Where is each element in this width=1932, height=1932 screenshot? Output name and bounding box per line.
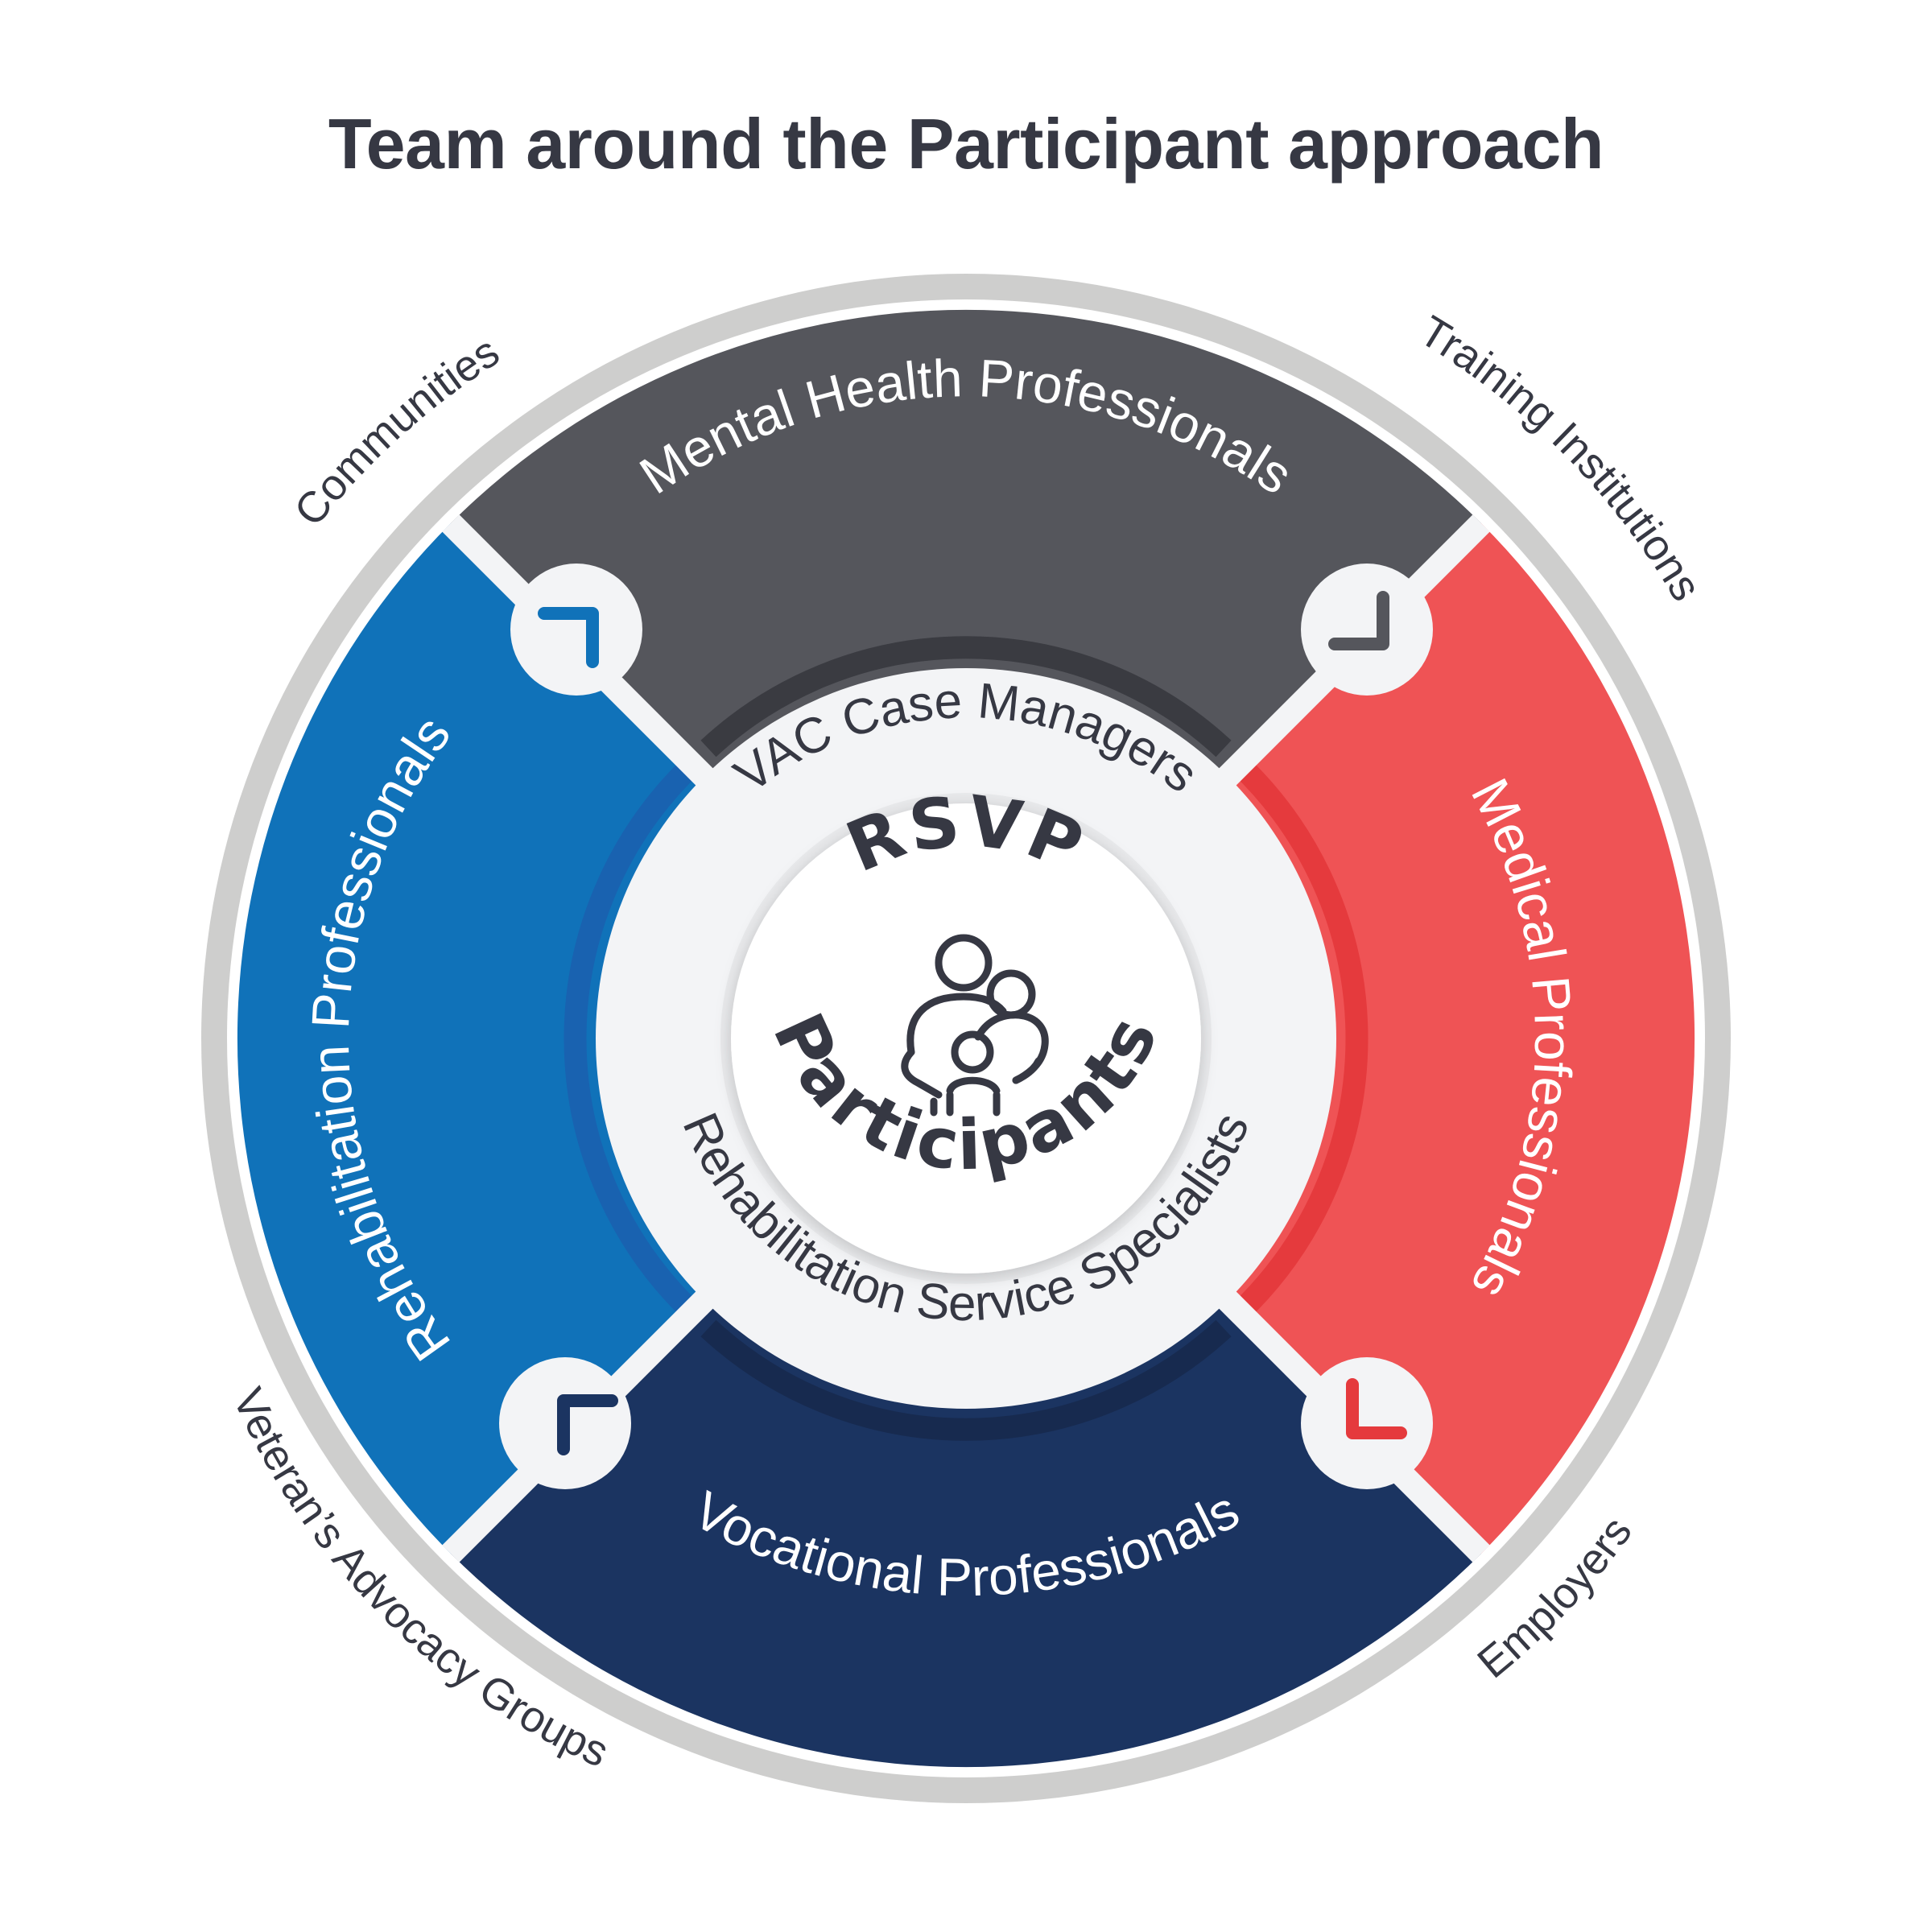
corner-badge-bottom-left xyxy=(499,1357,631,1489)
chevron-icon xyxy=(1346,1378,1407,1439)
chevron-icon xyxy=(1328,591,1389,650)
corner-badge-bottom-right xyxy=(1301,1357,1433,1489)
quadrant-medical xyxy=(1159,523,1695,1554)
chevron-icon xyxy=(557,1394,618,1455)
quadrant-mental-health xyxy=(451,309,1481,845)
corner-badge-top-right xyxy=(1301,564,1433,696)
chevron-icon xyxy=(538,607,599,668)
corner-badge-top-left xyxy=(510,564,642,696)
page-title: Team around the Participant approach xyxy=(328,104,1604,184)
quadrant-vocational xyxy=(451,1232,1481,1768)
family-icon xyxy=(901,934,1049,1117)
quadrant-rehabilitation xyxy=(237,523,773,1554)
